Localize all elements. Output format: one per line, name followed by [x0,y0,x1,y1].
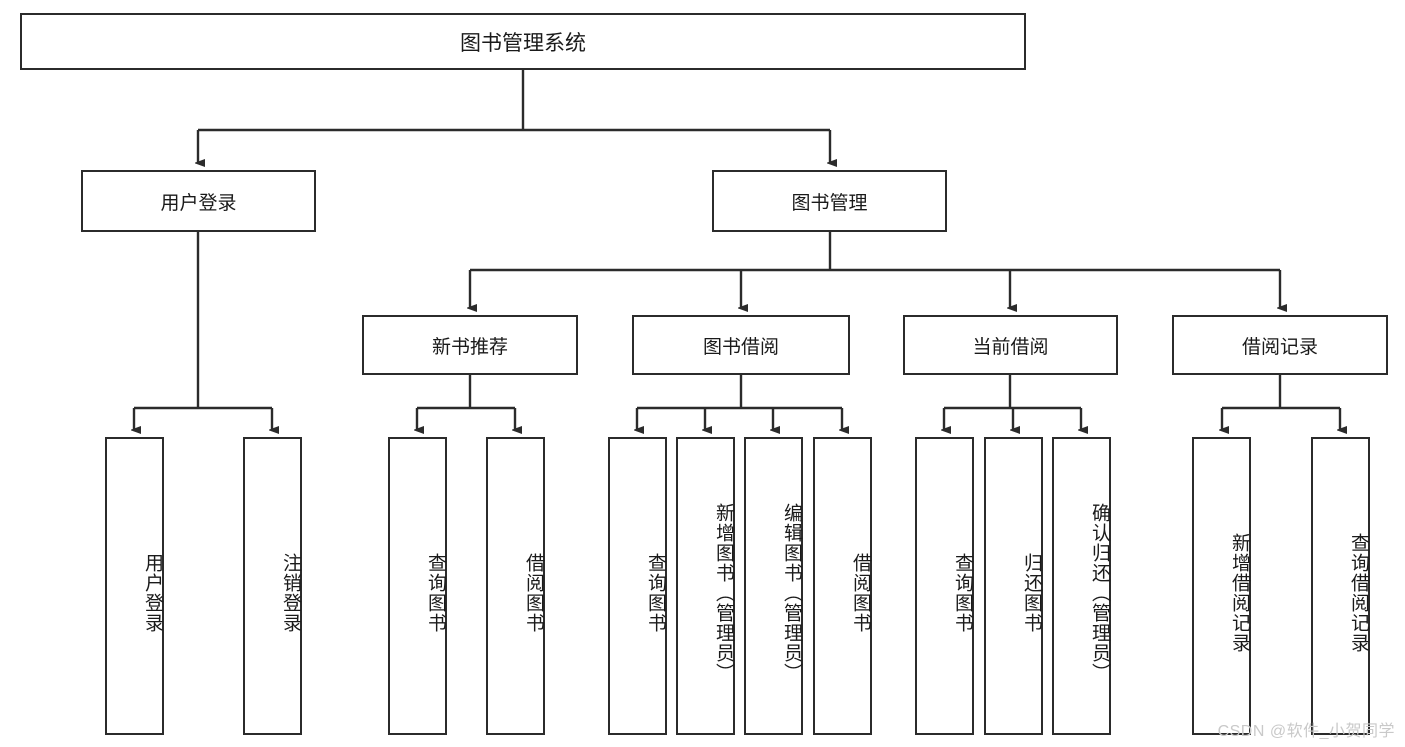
node-book-management-label: 图书管理 [791,192,868,214]
leaf-edit-book[interactable]: 编辑图书（管理员） [744,437,803,735]
csdn-watermark: CSDN @软件_小贺同学 [1217,723,1395,740]
leaf-add-record-label: 新增借阅记录 [1229,533,1250,653]
leaf-query-record[interactable]: 查询借阅记录 [1311,437,1370,735]
leaf-query-book-2-label: 查询图书 [645,553,666,633]
leaf-query-book-2[interactable]: 查询图书 [608,437,667,735]
node-borrow-record-label: 借阅记录 [1241,336,1318,358]
node-root[interactable]: 图书管理系统 [20,13,1026,70]
node-new-book-recommend[interactable]: 新书推荐 [362,315,578,375]
leaf-user-login[interactable]: 用户登录 [105,437,164,735]
leaf-confirm-return[interactable]: 确认归还（管理员） [1052,437,1111,735]
leaf-query-record-label: 查询借阅记录 [1348,533,1369,653]
leaf-edit-book-label: 编辑图书（管理员） [781,503,802,683]
leaf-borrow-book-2-label: 借阅图书 [850,553,871,633]
node-book-borrow[interactable]: 图书借阅 [632,315,850,375]
node-book-borrow-label: 图书借阅 [702,336,779,358]
leaf-confirm-return-label: 确认归还（管理员） [1089,503,1110,683]
leaf-add-book[interactable]: 新增图书（管理员） [676,437,735,735]
leaf-borrow-book-1[interactable]: 借阅图书 [486,437,545,735]
leaf-query-book-1-label: 查询图书 [425,553,446,633]
node-new-book-recommend-label: 新书推荐 [431,336,508,358]
leaf-logout-login-label: 注销登录 [280,553,301,633]
leaf-user-login-label: 用户登录 [142,553,163,633]
leaf-add-book-label: 新增图书（管理员） [713,503,734,683]
node-current-borrow-label: 当前借阅 [972,336,1049,358]
node-user-login-label: 用户登录 [160,192,237,214]
leaf-return-book-label: 归还图书 [1021,553,1042,633]
node-current-borrow[interactable]: 当前借阅 [903,315,1118,375]
leaf-return-book[interactable]: 归还图书 [984,437,1043,735]
leaf-logout-login[interactable]: 注销登录 [243,437,302,735]
leaf-query-book-3-label: 查询图书 [952,553,973,633]
node-user-login[interactable]: 用户登录 [81,170,316,232]
leaf-add-record[interactable]: 新增借阅记录 [1192,437,1251,735]
leaf-query-book-3[interactable]: 查询图书 [915,437,974,735]
node-root-label: 图书管理系统 [460,31,586,55]
node-borrow-record[interactable]: 借阅记录 [1172,315,1388,375]
node-book-management[interactable]: 图书管理 [712,170,947,232]
leaf-borrow-book-2[interactable]: 借阅图书 [813,437,872,735]
leaf-borrow-book-1-label: 借阅图书 [523,553,544,633]
leaf-query-book-1[interactable]: 查询图书 [388,437,447,735]
